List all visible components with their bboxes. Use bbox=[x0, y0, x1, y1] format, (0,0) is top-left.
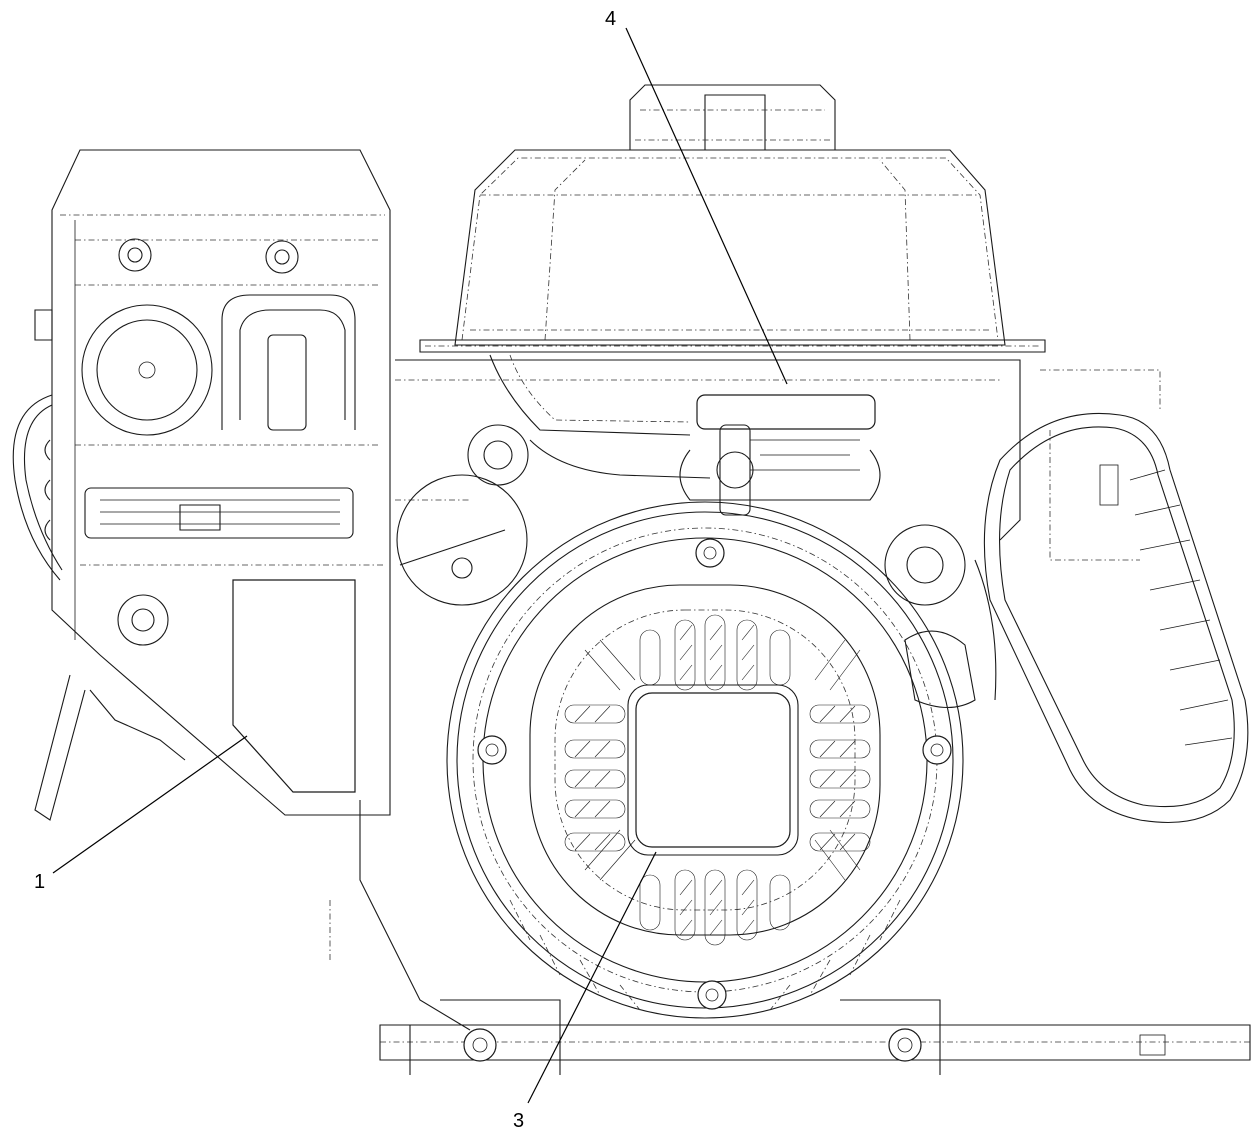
callout-1: 1 bbox=[34, 871, 45, 893]
mounting-bosses bbox=[396, 424, 966, 606]
callout-4: 4 bbox=[605, 8, 616, 30]
fuel-shutoff-valve bbox=[679, 394, 881, 516]
recoil-starter bbox=[446, 501, 964, 1019]
callout-3: 3 bbox=[513, 1110, 524, 1132]
control-panel bbox=[12, 149, 391, 821]
callout-labels: 1 3 4 bbox=[34, 8, 616, 1132]
leader-line-4 bbox=[625, 27, 788, 385]
fuel-cap bbox=[629, 84, 836, 150]
engine-shroud bbox=[329, 359, 1021, 1031]
base-rail bbox=[379, 999, 1251, 1075]
fuel-line bbox=[489, 354, 711, 479]
fuel-tank bbox=[419, 149, 1046, 353]
leader-line-3 bbox=[527, 851, 657, 1104]
leader-line-1 bbox=[52, 735, 248, 874]
callout-leaders bbox=[52, 27, 788, 1104]
starter-handle bbox=[904, 369, 1249, 823]
